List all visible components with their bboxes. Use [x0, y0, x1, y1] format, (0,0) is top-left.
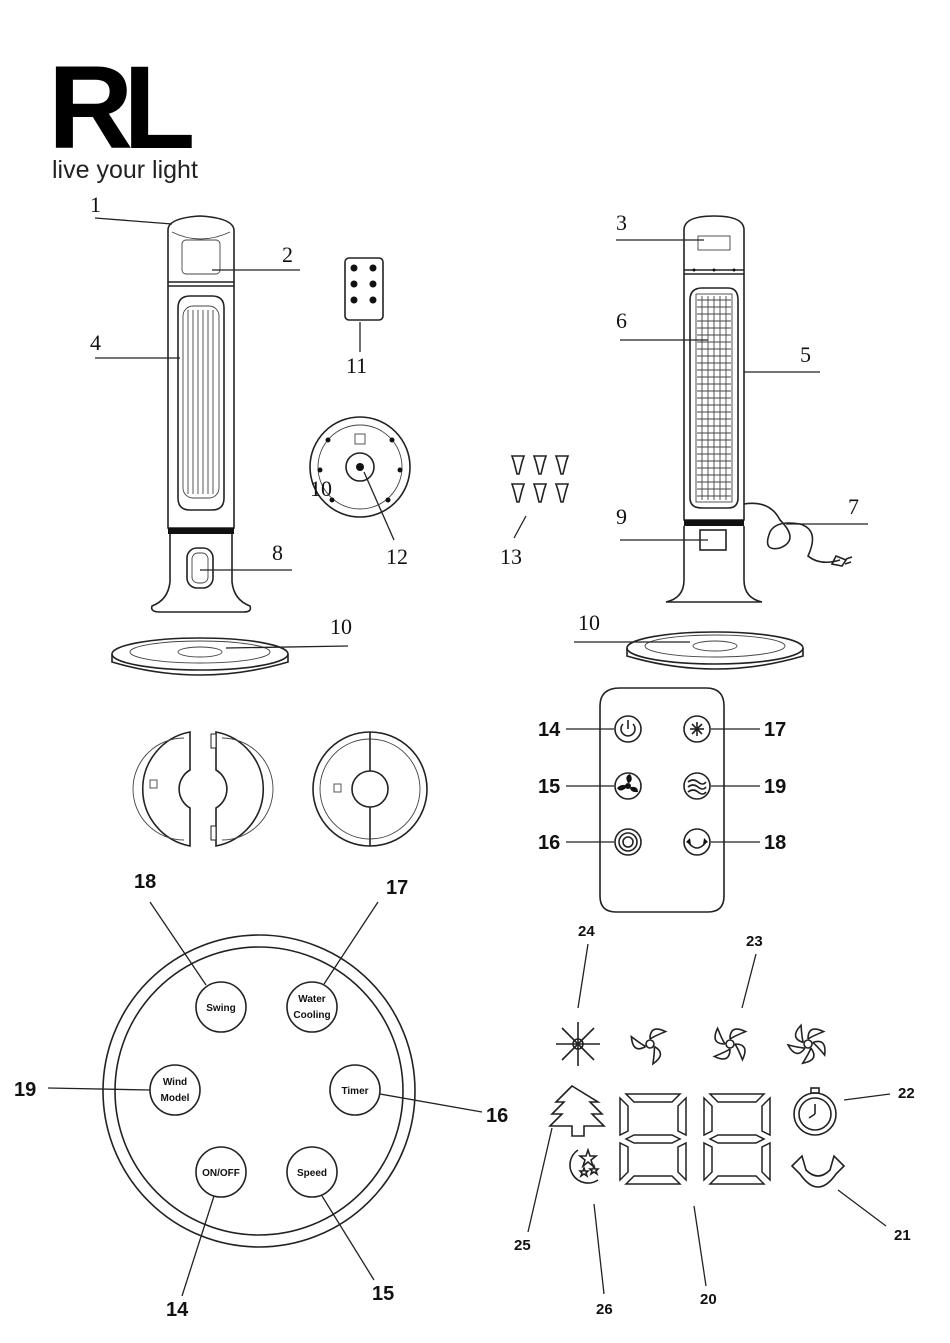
logo-text: RL: [48, 42, 192, 174]
timer-button[interactable]: Timer: [330, 1065, 380, 1115]
speed-button[interactable]: Speed: [287, 1147, 337, 1197]
control-panel: Swing Water Cooling Wind Model Timer ON/…: [103, 935, 415, 1247]
wind-model-button[interactable]: Wind Model: [150, 1065, 200, 1115]
label-10-rear: 10: [578, 610, 600, 635]
remote-control: [600, 688, 724, 912]
digit-display-2: [704, 1094, 770, 1184]
water-cooling-button[interactable]: Water Cooling: [287, 982, 337, 1032]
label-1: 1: [90, 192, 101, 217]
remote-wind-model-button[interactable]: [684, 773, 710, 799]
label-18-remote: 18: [764, 832, 786, 854]
remote-swing-button[interactable]: [684, 829, 710, 855]
label-15-remote: 15: [538, 776, 560, 798]
display-panel: [550, 1022, 844, 1187]
label-15-panel: 15: [372, 1283, 394, 1305]
small-remote: [345, 258, 383, 352]
label-14-panel: 14: [166, 1299, 189, 1321]
label-12: 12: [386, 544, 408, 569]
label-19-remote: 19: [764, 776, 786, 798]
label-16-remote: 16: [538, 832, 560, 854]
remote-leaders: [566, 729, 760, 842]
label-14-remote: 14: [538, 719, 561, 741]
label-7: 7: [848, 494, 859, 519]
label-9: 9: [616, 504, 627, 529]
rear-view-tower: [627, 216, 852, 669]
fan-low-icon: [631, 1029, 665, 1064]
label-24: 24: [578, 923, 595, 940]
label-4: 4: [90, 330, 101, 355]
water-cooling-label-2: Cooling: [293, 1010, 330, 1021]
remote-timer-button[interactable]: [615, 829, 641, 855]
label-5: 5: [800, 342, 811, 367]
label-23: 23: [746, 933, 763, 950]
label-17-remote: 17: [764, 719, 786, 741]
label-21: 21: [894, 1227, 911, 1244]
label-26: 26: [596, 1301, 613, 1318]
label-8: 8: [272, 540, 283, 565]
label-20: 20: [700, 1291, 717, 1308]
fan-high-icon: [788, 1025, 825, 1063]
timer-button-label: Timer: [341, 1086, 368, 1097]
base-halves: [133, 732, 273, 846]
label-19-panel: 19: [14, 1079, 36, 1101]
label-16-panel: 16: [486, 1105, 508, 1127]
label-25: 25: [514, 1237, 531, 1254]
swing-button-label: Swing: [206, 1003, 235, 1014]
panel-leaders: [48, 902, 482, 1296]
wind-model-label-1: Wind: [163, 1077, 187, 1088]
wind-model-label-2: Model: [161, 1093, 190, 1104]
label-17-panel: 17: [386, 877, 408, 899]
remote-power-button[interactable]: [615, 716, 641, 742]
water-cooling-label-1: Water: [298, 994, 326, 1005]
speed-button-label: Speed: [297, 1168, 327, 1179]
base-assembled: [313, 732, 427, 846]
label-11: 11: [346, 353, 367, 378]
label-6: 6: [616, 308, 627, 333]
sleep-mode-icon: [570, 1150, 598, 1183]
onoff-button-label: ON/OFF: [202, 1168, 240, 1179]
label-10-front: 10: [330, 614, 352, 639]
label-10-base: 10: [310, 476, 332, 501]
brand-logo: RL live your light: [48, 42, 198, 184]
front-view-tower: [112, 216, 288, 675]
label-2: 2: [282, 242, 293, 267]
swing-icon: [792, 1156, 844, 1187]
label-13: 13: [500, 544, 522, 569]
remote-water-cooling-button[interactable]: [684, 716, 710, 742]
logo-tagline: live your light: [52, 156, 198, 184]
label-18-panel: 18: [134, 871, 156, 893]
fan-mid-icon: [714, 1028, 745, 1059]
snowflake-icon: [556, 1022, 600, 1066]
digit-display-1: [620, 1094, 686, 1184]
label-3: 3: [616, 210, 627, 235]
screws: [512, 456, 568, 538]
onoff-button[interactable]: ON/OFF: [196, 1147, 246, 1197]
natural-wind-icon: [550, 1086, 604, 1136]
remote-speed-button[interactable]: [615, 773, 641, 799]
label-22: 22: [898, 1085, 915, 1102]
timer-icon: [794, 1088, 836, 1135]
swing-button[interactable]: Swing: [196, 982, 246, 1032]
